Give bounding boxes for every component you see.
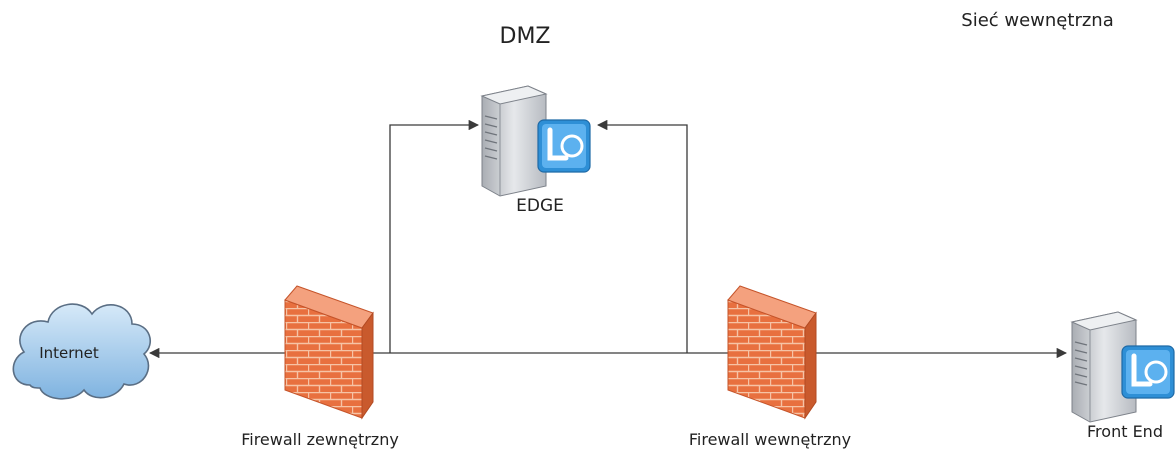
firewall-internal-label: Firewall wewnętrzny — [688, 430, 852, 449]
frontend-lync-badge-icon — [1121, 345, 1175, 399]
firewall-external-icon — [284, 285, 374, 420]
firewall-external-label: Firewall zewnętrzny — [241, 430, 399, 449]
dmz-title: DMZ — [499, 24, 551, 49]
front-end-label: Front End — [1087, 422, 1163, 441]
internet-cloud-icon — [12, 303, 152, 400]
edge-server-icon — [480, 85, 548, 197]
internet-label: Internet — [39, 344, 99, 362]
link-right-riser-edge — [596, 119, 688, 353]
link-left-riser-edge — [389, 119, 480, 353]
edge-lync-badge-icon — [537, 119, 591, 173]
internal-network-title: Sieć wewnętrzna — [961, 10, 1114, 31]
frontend-server-icon — [1070, 311, 1138, 423]
edge-label: EDGE — [516, 196, 564, 216]
firewall-internal-icon — [727, 285, 817, 420]
